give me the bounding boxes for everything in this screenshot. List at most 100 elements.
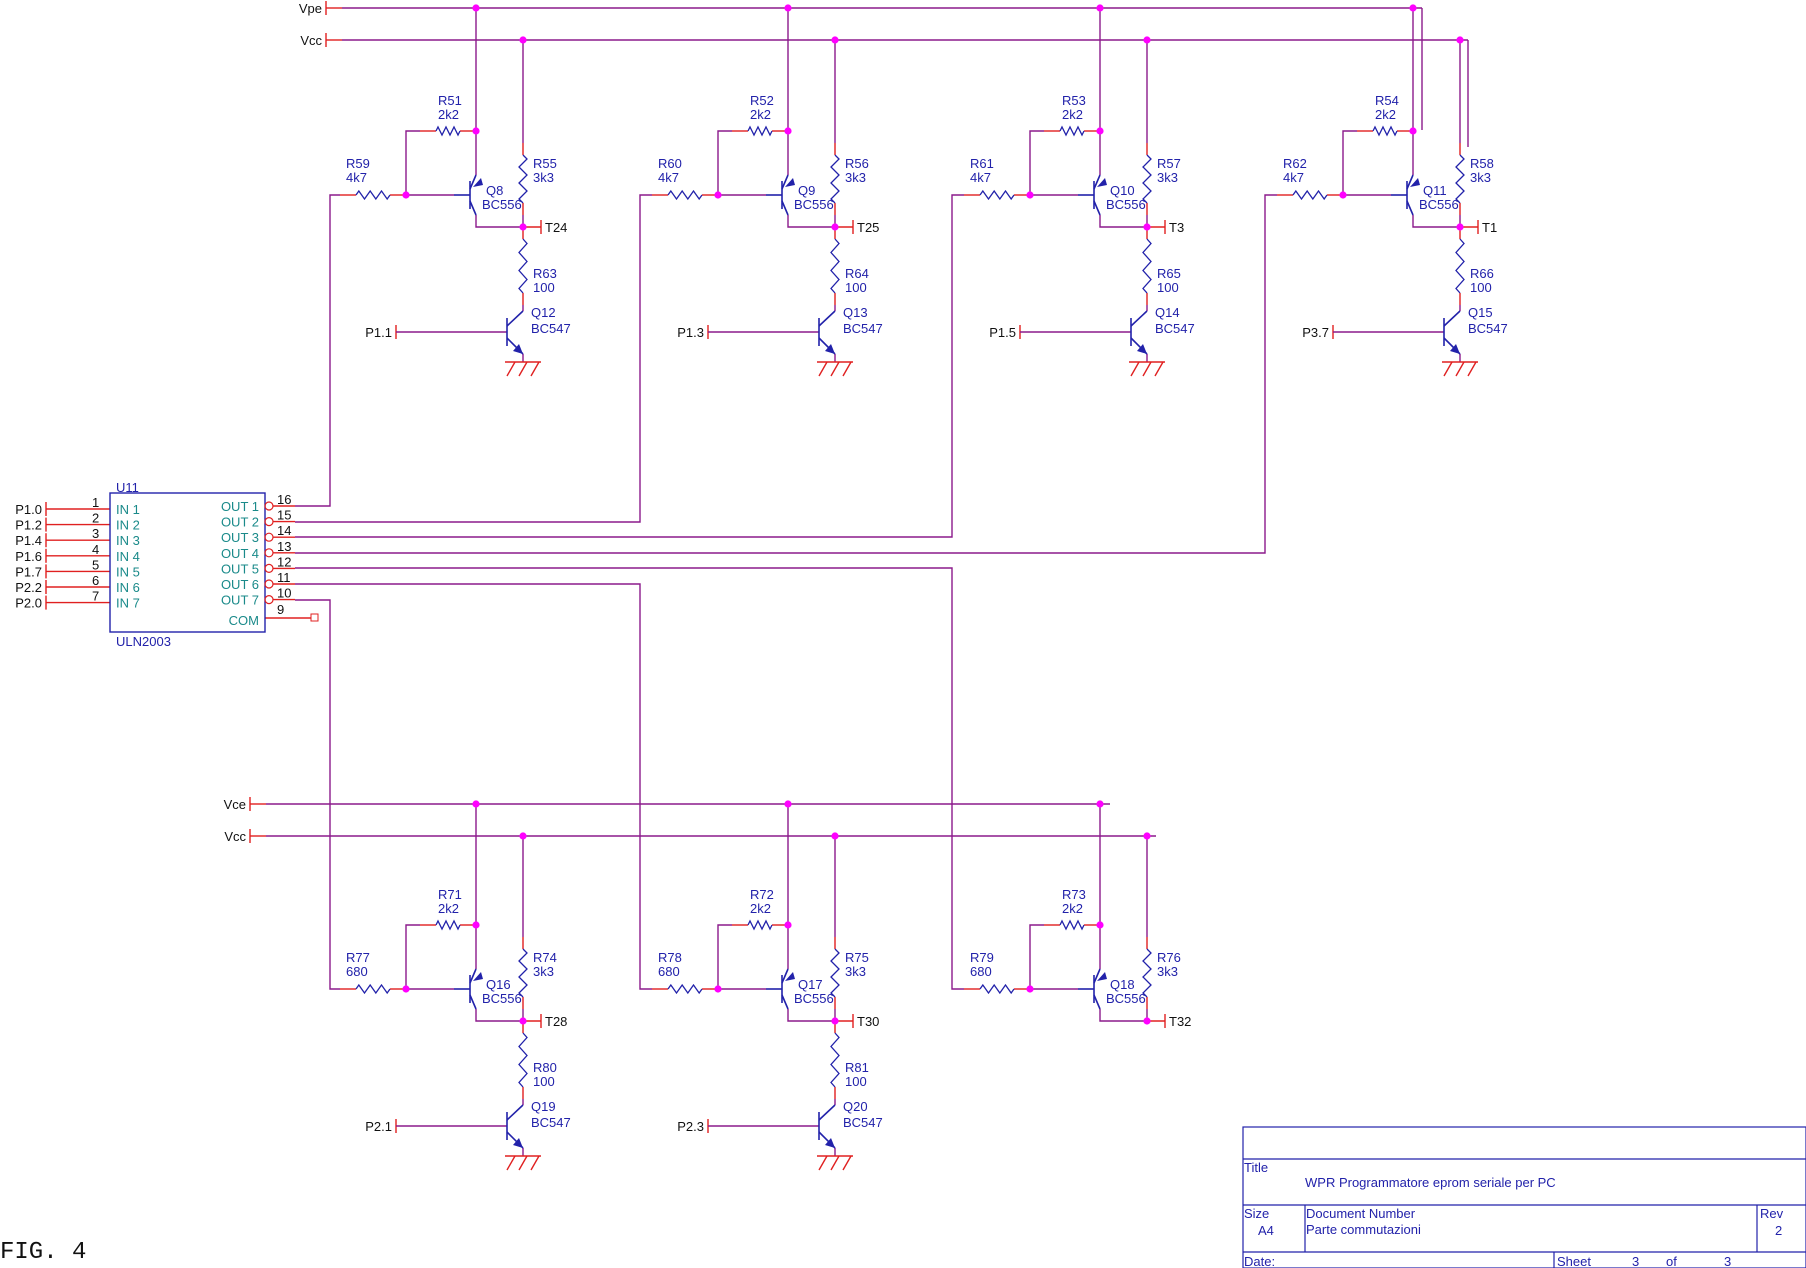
resistor-symbol	[667, 189, 703, 201]
ic-output-bubble	[264, 579, 274, 589]
npn-collector	[818, 1104, 836, 1121]
title-block-sheet: 3	[1632, 1254, 1639, 1268]
rbe-wire	[405, 924, 420, 989]
junction-dot	[519, 1017, 527, 1025]
npn-collector	[506, 310, 524, 327]
ic-input-pin-name: IN 3	[116, 533, 140, 548]
ic-body	[109, 492, 266, 633]
ic-com-noconnect	[310, 613, 319, 622]
npn-collector	[1443, 310, 1461, 327]
title-block-frame	[1242, 1126, 1806, 1268]
junctions-layer	[402, 4, 1464, 1025]
npn-part: BC547	[531, 321, 571, 336]
junction-dot	[402, 985, 410, 993]
junction-dot	[1143, 1017, 1151, 1025]
rs-value: 100	[1470, 280, 1492, 295]
pnp-arrow	[473, 178, 483, 187]
npn-ref: Q20	[843, 1099, 868, 1114]
junction-dot	[831, 36, 839, 44]
ground-hatch	[506, 1155, 516, 1171]
rb-value: 4k7	[658, 170, 679, 185]
rb-ref: R61	[970, 156, 994, 171]
ic-input-net: P2.2	[15, 580, 42, 595]
title-block-title: WPR Programmatore eprom seriale per PC	[1305, 1175, 1556, 1190]
title-block-of-label: of	[1666, 1254, 1677, 1268]
resistor-symbol	[747, 919, 773, 931]
rs-ref: R80	[533, 1060, 557, 1075]
input-label: P1.3	[677, 325, 704, 340]
junction-dot	[1026, 985, 1034, 993]
input-label: P1.1	[365, 325, 392, 340]
ground-hatch	[818, 1155, 828, 1171]
rpu-value: 3k3	[1157, 964, 1178, 979]
junction-dot	[1339, 191, 1347, 199]
pnp-emitter	[469, 968, 477, 984]
pnp-part: BC556	[1106, 197, 1146, 212]
pnp-collector	[1093, 200, 1101, 216]
rpu-ref: R56	[845, 156, 869, 171]
ground-hatch	[506, 361, 516, 377]
pnp-emitter	[781, 174, 789, 190]
ground-hatch	[1443, 361, 1453, 377]
rbe-ref: R54	[1375, 93, 1399, 108]
input-label: P2.3	[677, 1119, 704, 1134]
npn-ref: Q12	[531, 305, 556, 320]
pnp-ref: Q16	[486, 977, 511, 992]
collector-wire	[1412, 215, 1460, 228]
net-out5	[295, 567, 964, 990]
npn-part: BC547	[1155, 321, 1195, 336]
rail-label: Vcc	[224, 829, 246, 844]
junction-dot	[784, 921, 792, 929]
ground-hatch	[1467, 361, 1477, 377]
rbe-value: 2k2	[1062, 901, 1083, 916]
resistor-symbol	[355, 189, 391, 201]
ground-hatch	[518, 361, 528, 377]
ic-output-pin-number: 15	[277, 508, 291, 523]
title-block-docnum: Parte commutazioni	[1306, 1222, 1421, 1237]
junction-dot	[1096, 921, 1104, 929]
rpu-value: 3k3	[1157, 170, 1178, 185]
ic-output-bubble	[264, 532, 274, 542]
pnp-arrow	[473, 972, 483, 981]
ic-input-pin-name: IN 6	[116, 580, 140, 595]
ic-input-pin-number: 3	[92, 526, 99, 541]
resistor-symbol	[518, 948, 528, 998]
input-label: P1.5	[989, 325, 1016, 340]
title-block-date-label: Date:	[1244, 1254, 1275, 1268]
pnp-ref: Q9	[798, 183, 815, 198]
resistor-symbol	[518, 154, 528, 204]
junction-dot	[472, 921, 480, 929]
rb-value: 4k7	[346, 170, 367, 185]
ic-output-bubble	[264, 594, 274, 605]
pnp-ref: Q11	[1423, 183, 1447, 198]
resistor-symbol	[355, 983, 391, 995]
ic-output-pin-name: OUT 2	[221, 515, 259, 530]
rpu-ref: R57	[1157, 156, 1181, 171]
pnp-ref: Q17	[798, 977, 823, 992]
ic-output-pin-number: 10	[277, 586, 291, 601]
rs-value: 100	[845, 1074, 867, 1089]
junction-dot	[472, 127, 480, 135]
junction-dot	[784, 127, 792, 135]
rb-ref: R62	[1283, 156, 1307, 171]
net-out6	[295, 583, 652, 990]
net-out1	[295, 194, 340, 507]
ic-input-pin-name: IN 1	[116, 502, 140, 517]
resistor-symbol	[518, 1032, 528, 1088]
ic-output-pin-number: 14	[277, 523, 291, 538]
resistor-symbol	[435, 919, 461, 931]
pnp-ref: Q18	[1110, 977, 1135, 992]
pnp-arrow	[1410, 178, 1420, 187]
title-block-rev: 2	[1775, 1223, 1782, 1238]
pnp-arrow	[1097, 972, 1107, 981]
npn-arrow	[825, 344, 835, 354]
ic-output-pin-number: 16	[277, 492, 291, 507]
ic-output-bubble	[264, 563, 274, 574]
junction-dot	[831, 1017, 839, 1025]
testpoint-label: T24	[545, 220, 567, 235]
ic-output-pin-name: OUT 6	[221, 577, 259, 592]
pnp-emitter	[469, 174, 477, 190]
resistor-symbol	[830, 948, 840, 998]
ic-com-pin-number: 9	[277, 602, 284, 617]
